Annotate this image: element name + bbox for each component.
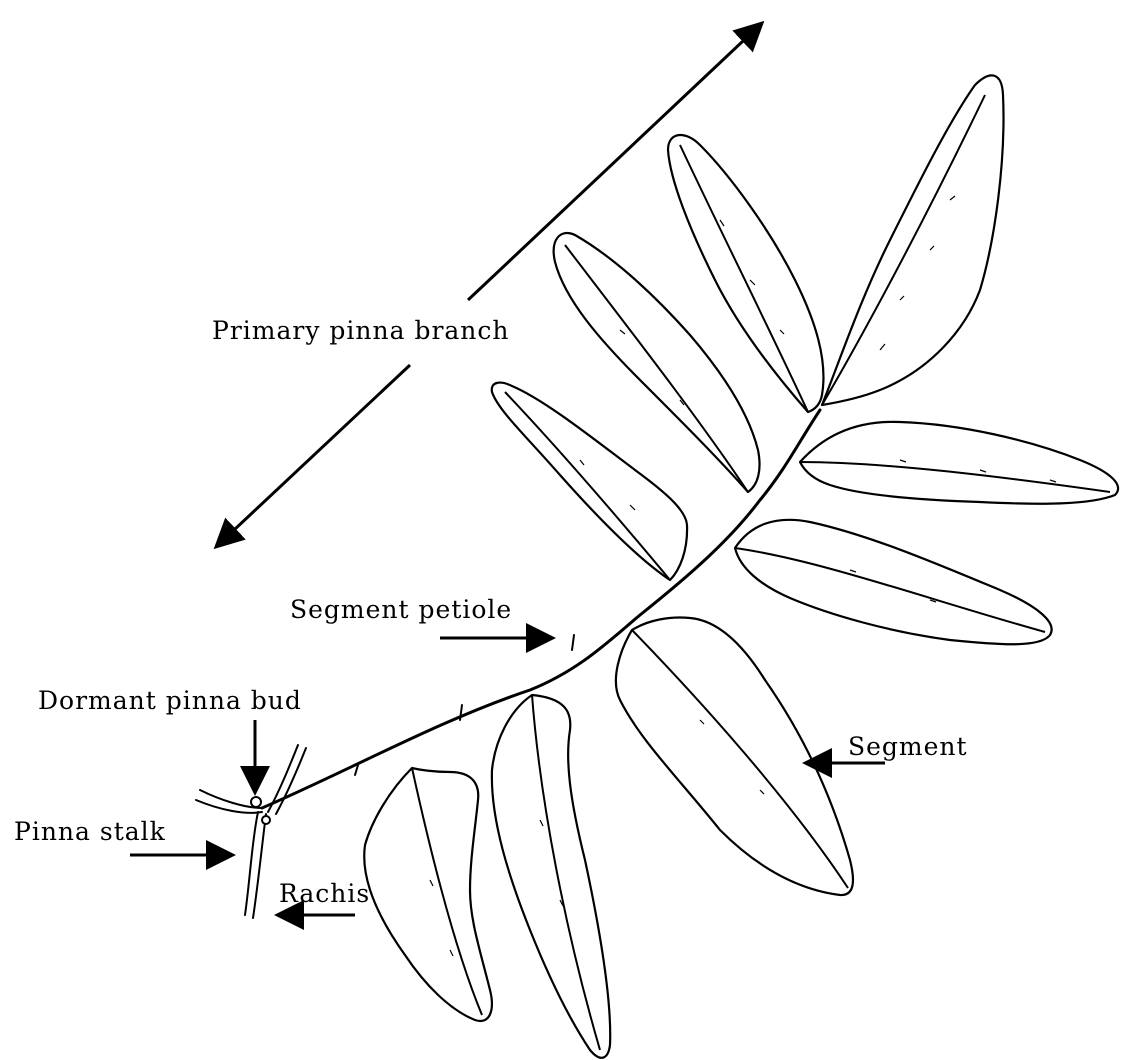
leaf-segments xyxy=(364,75,1118,1057)
label-dormant-pinna-bud: Dormant pinna bud xyxy=(38,688,302,713)
label-segment-petiole: Segment petiole xyxy=(290,597,512,622)
label-primary-pinna-branch: Primary pinna branch xyxy=(212,318,510,343)
primary-branch-arrow-down xyxy=(218,365,410,545)
segment-right-lower xyxy=(735,520,1052,644)
label-rachis: Rachis xyxy=(279,881,370,906)
segment-lower-right xyxy=(616,618,853,896)
label-pinna-stalk: Pinna stalk xyxy=(14,819,166,844)
label-segment: Segment xyxy=(848,734,968,759)
segment-lower-left xyxy=(364,768,492,1021)
segment-left-middle xyxy=(492,383,687,580)
segment-lower-center xyxy=(492,695,610,1058)
